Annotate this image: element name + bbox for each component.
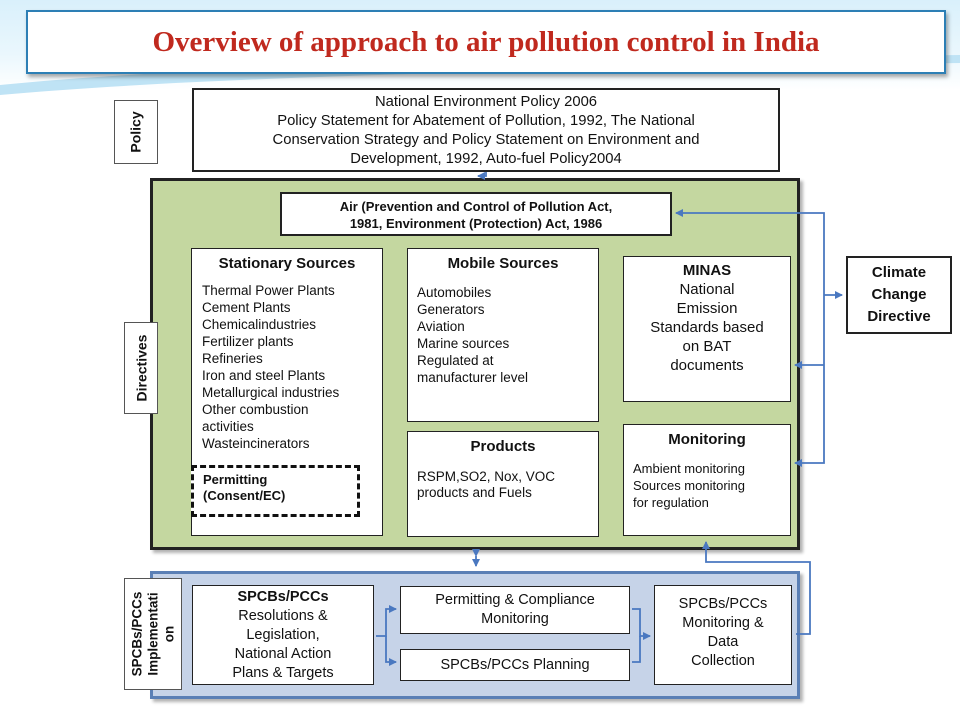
arrow-planning-to-monitoring	[632, 636, 641, 663]
implementation-side-label: SPCBs/PCCs Implementati on	[124, 578, 182, 690]
list-item: Cement Plants	[202, 300, 291, 315]
list-item: activities	[202, 419, 254, 434]
spcb-resolutions-line: Resolutions &	[238, 608, 328, 624]
mobile-list: Automobiles Generators Aviation Marine s…	[417, 284, 598, 386]
arrow-climate-to-monitoring	[794, 295, 825, 467]
list-item: Thermal Power Plants	[202, 283, 335, 298]
spcb-resolutions-line: Legislation,	[246, 627, 320, 643]
monitoring-line: Ambient monitoring	[633, 461, 745, 476]
list-item: Wasteincinerators	[202, 436, 310, 451]
climate-change-box: Climate Change Directive	[846, 256, 952, 334]
spcb-monitoring-line: Data	[707, 634, 739, 650]
minas-line: Emission	[676, 300, 738, 317]
act-line: Air (Prevention and Control of Pollution…	[339, 199, 613, 214]
list-item: Regulated at	[417, 353, 494, 368]
minas-box: MINAS National Emission Standards based …	[623, 256, 791, 402]
arrow-resolutions-to-permitting	[376, 605, 397, 637]
permitting-line: (Consent/EC)	[203, 488, 286, 503]
list-item: Iron and steel Plants	[202, 368, 326, 383]
stationary-heading: Stationary Sources	[218, 255, 356, 272]
list-item: Fertilizer plants	[202, 334, 294, 349]
policy-line: Development, 1992, Auto-fuel Policy2004	[350, 151, 622, 167]
monitoring-line: Sources monitoring	[633, 478, 745, 493]
list-item: manufacturer level	[417, 370, 529, 385]
page-title: Overview of approach to air pollution co…	[152, 25, 820, 58]
spcb-monitoring-line: Collection	[691, 653, 755, 669]
spcb-resolutions-line: National Action	[234, 646, 332, 662]
list-item: Aviation	[417, 319, 465, 334]
climate-line: Change	[871, 286, 927, 303]
minas-heading: MINAS	[682, 262, 732, 279]
permit-compliance-line: Monitoring	[481, 611, 549, 627]
arrow-to-spcb-monitoring	[632, 608, 651, 640]
spcb-resolutions-box: SPCBs/PCCs Resolutions & Legislation, Na…	[192, 585, 374, 685]
policy-line: Policy Statement for Abatement of Pollut…	[277, 113, 695, 129]
minas-line: on BAT	[682, 338, 732, 355]
monitoring-box: Monitoring Ambient monitoring Sources mo…	[623, 424, 791, 536]
policy-side-label: Policy	[114, 100, 158, 164]
minas-line: Standards based	[650, 319, 764, 336]
list-item: Other combustion	[202, 402, 309, 417]
minas-line: documents	[670, 357, 744, 374]
minas-line: National	[679, 281, 735, 298]
products-heading: Products	[470, 438, 536, 455]
spcb-monitoring-box: SPCBs/PCCs Monitoring & Data Collection	[654, 585, 792, 685]
arrow-spcb-monitoring-feedback	[702, 541, 811, 635]
list-item: Generators	[417, 302, 485, 317]
act-box: Air (Prevention and Control of Pollution…	[280, 192, 672, 236]
products-line: products and Fuels	[417, 485, 532, 500]
list-item: Automobiles	[417, 285, 492, 300]
permit-compliance-box: Permitting & Compliance Monitoring	[400, 586, 630, 634]
list-item: Chemicalindustries	[202, 317, 317, 332]
arrow-climate-to-act	[675, 209, 825, 295]
spcb-resolutions-heading: SPCBs/PCCs	[237, 589, 329, 605]
climate-line: Directive	[867, 308, 931, 325]
permitting-line: Permitting	[203, 472, 268, 487]
stationary-list: Thermal Power Plants Cement Plants Chemi…	[202, 282, 382, 452]
list-item: Metallurgical industries	[202, 385, 340, 400]
list-item: Refineries	[202, 351, 263, 366]
spcb-monitoring-line: Monitoring &	[682, 615, 764, 631]
products-box: Products RSPM,SO2, Nox, VOC products and…	[407, 431, 599, 537]
directives-side-label: Directives	[124, 322, 158, 414]
mobile-sources-box: Mobile Sources Automobiles Generators Av…	[407, 248, 599, 422]
mobile-heading: Mobile Sources	[447, 255, 559, 272]
spcb-planning-label: SPCBs/PCCs Planning	[440, 657, 590, 673]
act-line: 1981, Environment (Protection) Act, 1986	[349, 216, 603, 231]
title-box: Overview of approach to air pollution co…	[26, 10, 946, 74]
spcb-monitoring-line: SPCBs/PCCs	[678, 596, 768, 612]
products-line: RSPM,SO2, Nox, VOC	[417, 469, 556, 484]
monitoring-line: for regulation	[633, 495, 709, 510]
spcb-planning-box: SPCBs/PCCs Planning	[400, 649, 630, 681]
spcb-resolutions-line: Plans & Targets	[232, 665, 334, 681]
list-item: Marine sources	[417, 336, 510, 351]
arrow-resolutions-to-planning	[385, 636, 397, 666]
permitting-dashed-box: Permitting (Consent/EC)	[191, 465, 360, 517]
policy-line: Conservation Strategy and Policy Stateme…	[272, 132, 700, 148]
monitoring-heading: Monitoring	[668, 431, 746, 448]
policy-box: National Environment Policy 2006 Policy …	[192, 88, 780, 172]
arrow-policy-to-directives	[477, 172, 487, 180]
permit-compliance-line: Permitting & Compliance	[435, 592, 595, 608]
policy-line: National Environment Policy 2006	[374, 94, 598, 110]
climate-line: Climate	[871, 264, 927, 281]
